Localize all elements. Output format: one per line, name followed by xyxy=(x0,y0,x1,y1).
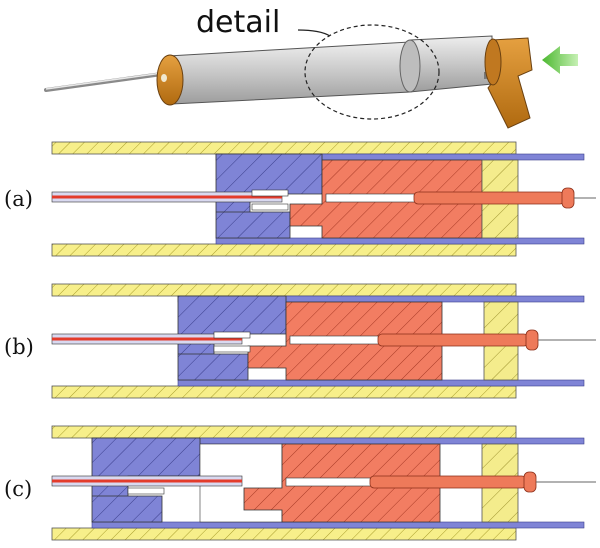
slot-upper xyxy=(251,189,289,197)
trigger-handle xyxy=(484,37,533,129)
slot-lower xyxy=(213,345,251,353)
detail-ellipse xyxy=(304,24,440,120)
outer-tube-top-wall xyxy=(51,141,517,155)
panel-a-label: (a) xyxy=(4,187,33,211)
slot-lower xyxy=(251,203,289,211)
panel-b: (b) xyxy=(4,283,596,399)
needle xyxy=(44,72,164,92)
rod-knob xyxy=(561,187,575,209)
gap-window xyxy=(285,477,377,487)
inner-rail-bottom xyxy=(91,521,585,529)
plunger-rod xyxy=(369,475,527,489)
gap-window xyxy=(325,193,417,203)
device-illustration: detail xyxy=(44,5,578,129)
outer-tube-bottom-wall xyxy=(51,385,517,399)
outer-tube-bottom-wall xyxy=(51,527,517,541)
slot-upper xyxy=(213,331,251,339)
outer-tube-bottom-wall xyxy=(51,243,517,257)
detail-label: detail xyxy=(196,5,280,40)
syringe-barrel xyxy=(167,35,500,105)
gap-window xyxy=(289,335,381,345)
inner-rail-bottom xyxy=(177,379,585,387)
plunger-rod xyxy=(413,191,565,205)
inner-rail-bottom xyxy=(215,237,585,245)
detail-leader xyxy=(297,29,331,37)
plunger-rod xyxy=(377,333,529,347)
panel-c: (c) xyxy=(4,425,596,541)
push-arrow-icon xyxy=(542,46,578,74)
rod-knob xyxy=(525,329,539,351)
outer-tube-top-wall xyxy=(51,283,517,297)
panel-b-label: (b) xyxy=(4,335,34,359)
outer-tube-top-wall xyxy=(51,425,517,439)
slot-lower xyxy=(127,487,165,495)
panel-c-label: (c) xyxy=(4,477,32,501)
barrel-tip xyxy=(156,54,184,106)
rod-knob xyxy=(523,471,537,493)
panel-a: (a) xyxy=(4,141,596,257)
